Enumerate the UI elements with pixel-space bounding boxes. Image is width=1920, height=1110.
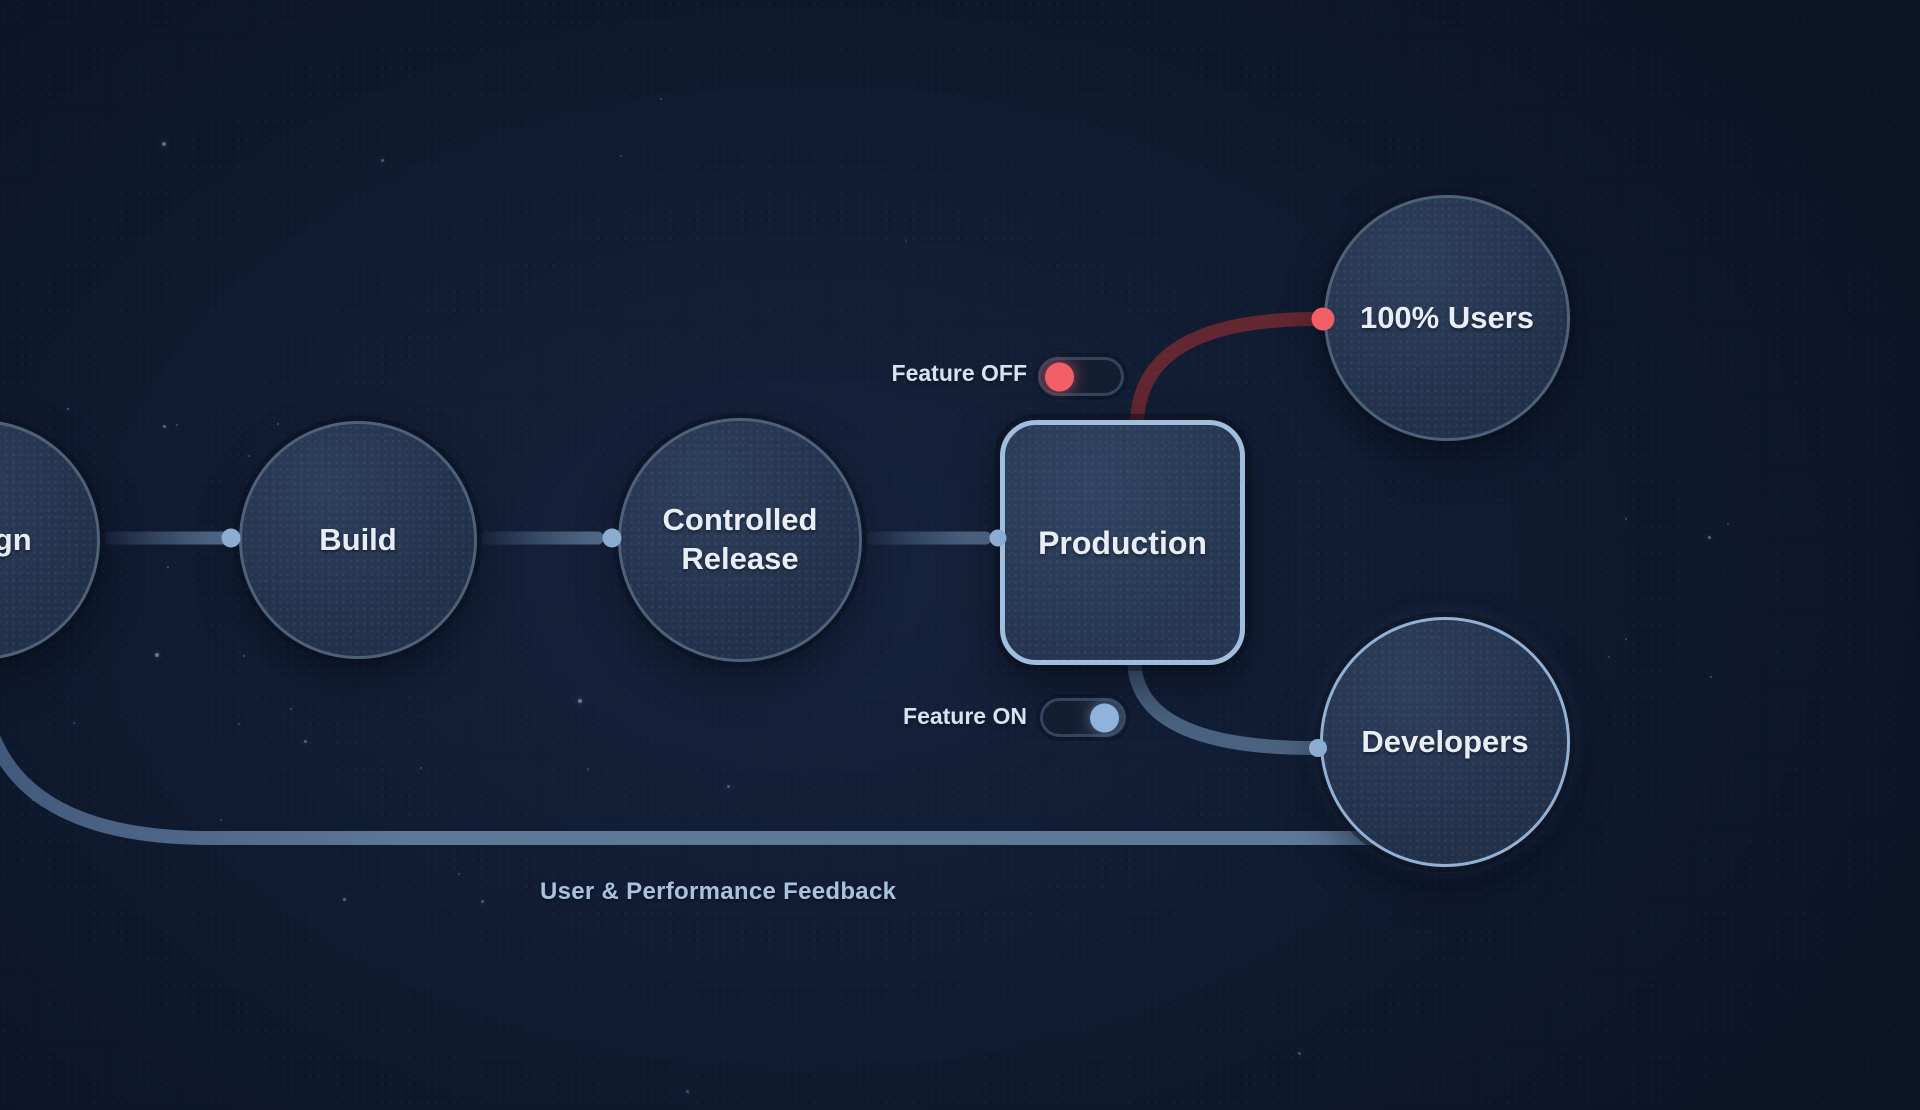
star bbox=[163, 425, 166, 428]
star bbox=[587, 768, 589, 770]
star bbox=[458, 873, 460, 875]
star bbox=[420, 767, 422, 769]
star bbox=[155, 653, 159, 657]
star bbox=[167, 566, 169, 568]
star bbox=[578, 699, 582, 703]
star bbox=[248, 455, 250, 457]
star bbox=[1608, 656, 1610, 658]
feature-on-toggle[interactable] bbox=[1040, 698, 1126, 737]
star bbox=[727, 785, 730, 788]
node-100-percent-users: 100% Users bbox=[1324, 195, 1570, 441]
node-developers-label: Developers bbox=[1361, 723, 1529, 759]
star bbox=[73, 722, 75, 724]
flag-off-curve bbox=[1130, 312, 1324, 433]
star bbox=[620, 155, 622, 157]
connector-design-build bbox=[102, 531, 229, 545]
star bbox=[220, 819, 222, 821]
star bbox=[686, 1090, 689, 1093]
feature-on-label: Feature ON bbox=[903, 703, 1027, 729]
star bbox=[290, 708, 292, 710]
node-controlled-release-label: Controlled Release bbox=[662, 502, 818, 576]
star bbox=[67, 408, 69, 410]
star bbox=[660, 98, 662, 100]
feedback-loop-label: User & Performance Feedback bbox=[540, 878, 897, 905]
node-build-label: Build bbox=[319, 521, 397, 557]
flag-on-curve bbox=[1127, 651, 1321, 755]
star bbox=[1708, 536, 1711, 539]
star bbox=[114, 831, 117, 834]
star bbox=[238, 723, 240, 725]
connector-dot-build bbox=[221, 528, 241, 548]
node-design: Design bbox=[0, 420, 100, 660]
node-controlled-release: Controlled Release bbox=[618, 418, 862, 662]
star bbox=[1727, 523, 1729, 525]
star bbox=[381, 159, 384, 162]
star bbox=[481, 900, 484, 903]
connector-build-release bbox=[480, 531, 604, 545]
feature-off-label: Feature OFF bbox=[891, 360, 1027, 386]
star bbox=[304, 740, 307, 743]
feature-off-toggle[interactable] bbox=[1038, 357, 1124, 396]
star bbox=[1710, 676, 1712, 678]
star bbox=[1625, 518, 1627, 520]
node-100-percent-users-label: 100% Users bbox=[1359, 299, 1535, 335]
star bbox=[277, 423, 279, 425]
star bbox=[243, 655, 245, 657]
star bbox=[162, 142, 166, 146]
node-production: Production bbox=[1000, 420, 1245, 665]
feedback-loop-path bbox=[0, 734, 1425, 845]
star bbox=[176, 424, 178, 426]
feature-off-knob bbox=[1045, 362, 1074, 391]
node-build: Build bbox=[239, 421, 477, 659]
node-design-label: Design bbox=[0, 521, 32, 557]
star bbox=[905, 240, 907, 242]
star bbox=[1298, 1052, 1301, 1055]
connector-release-production bbox=[866, 531, 992, 545]
star bbox=[32, 798, 35, 801]
feature-on-knob bbox=[1090, 703, 1119, 732]
node-developers: Developers bbox=[1320, 617, 1570, 867]
star bbox=[343, 898, 346, 901]
node-production-label: Production bbox=[1038, 524, 1207, 561]
star bbox=[1625, 638, 1627, 640]
